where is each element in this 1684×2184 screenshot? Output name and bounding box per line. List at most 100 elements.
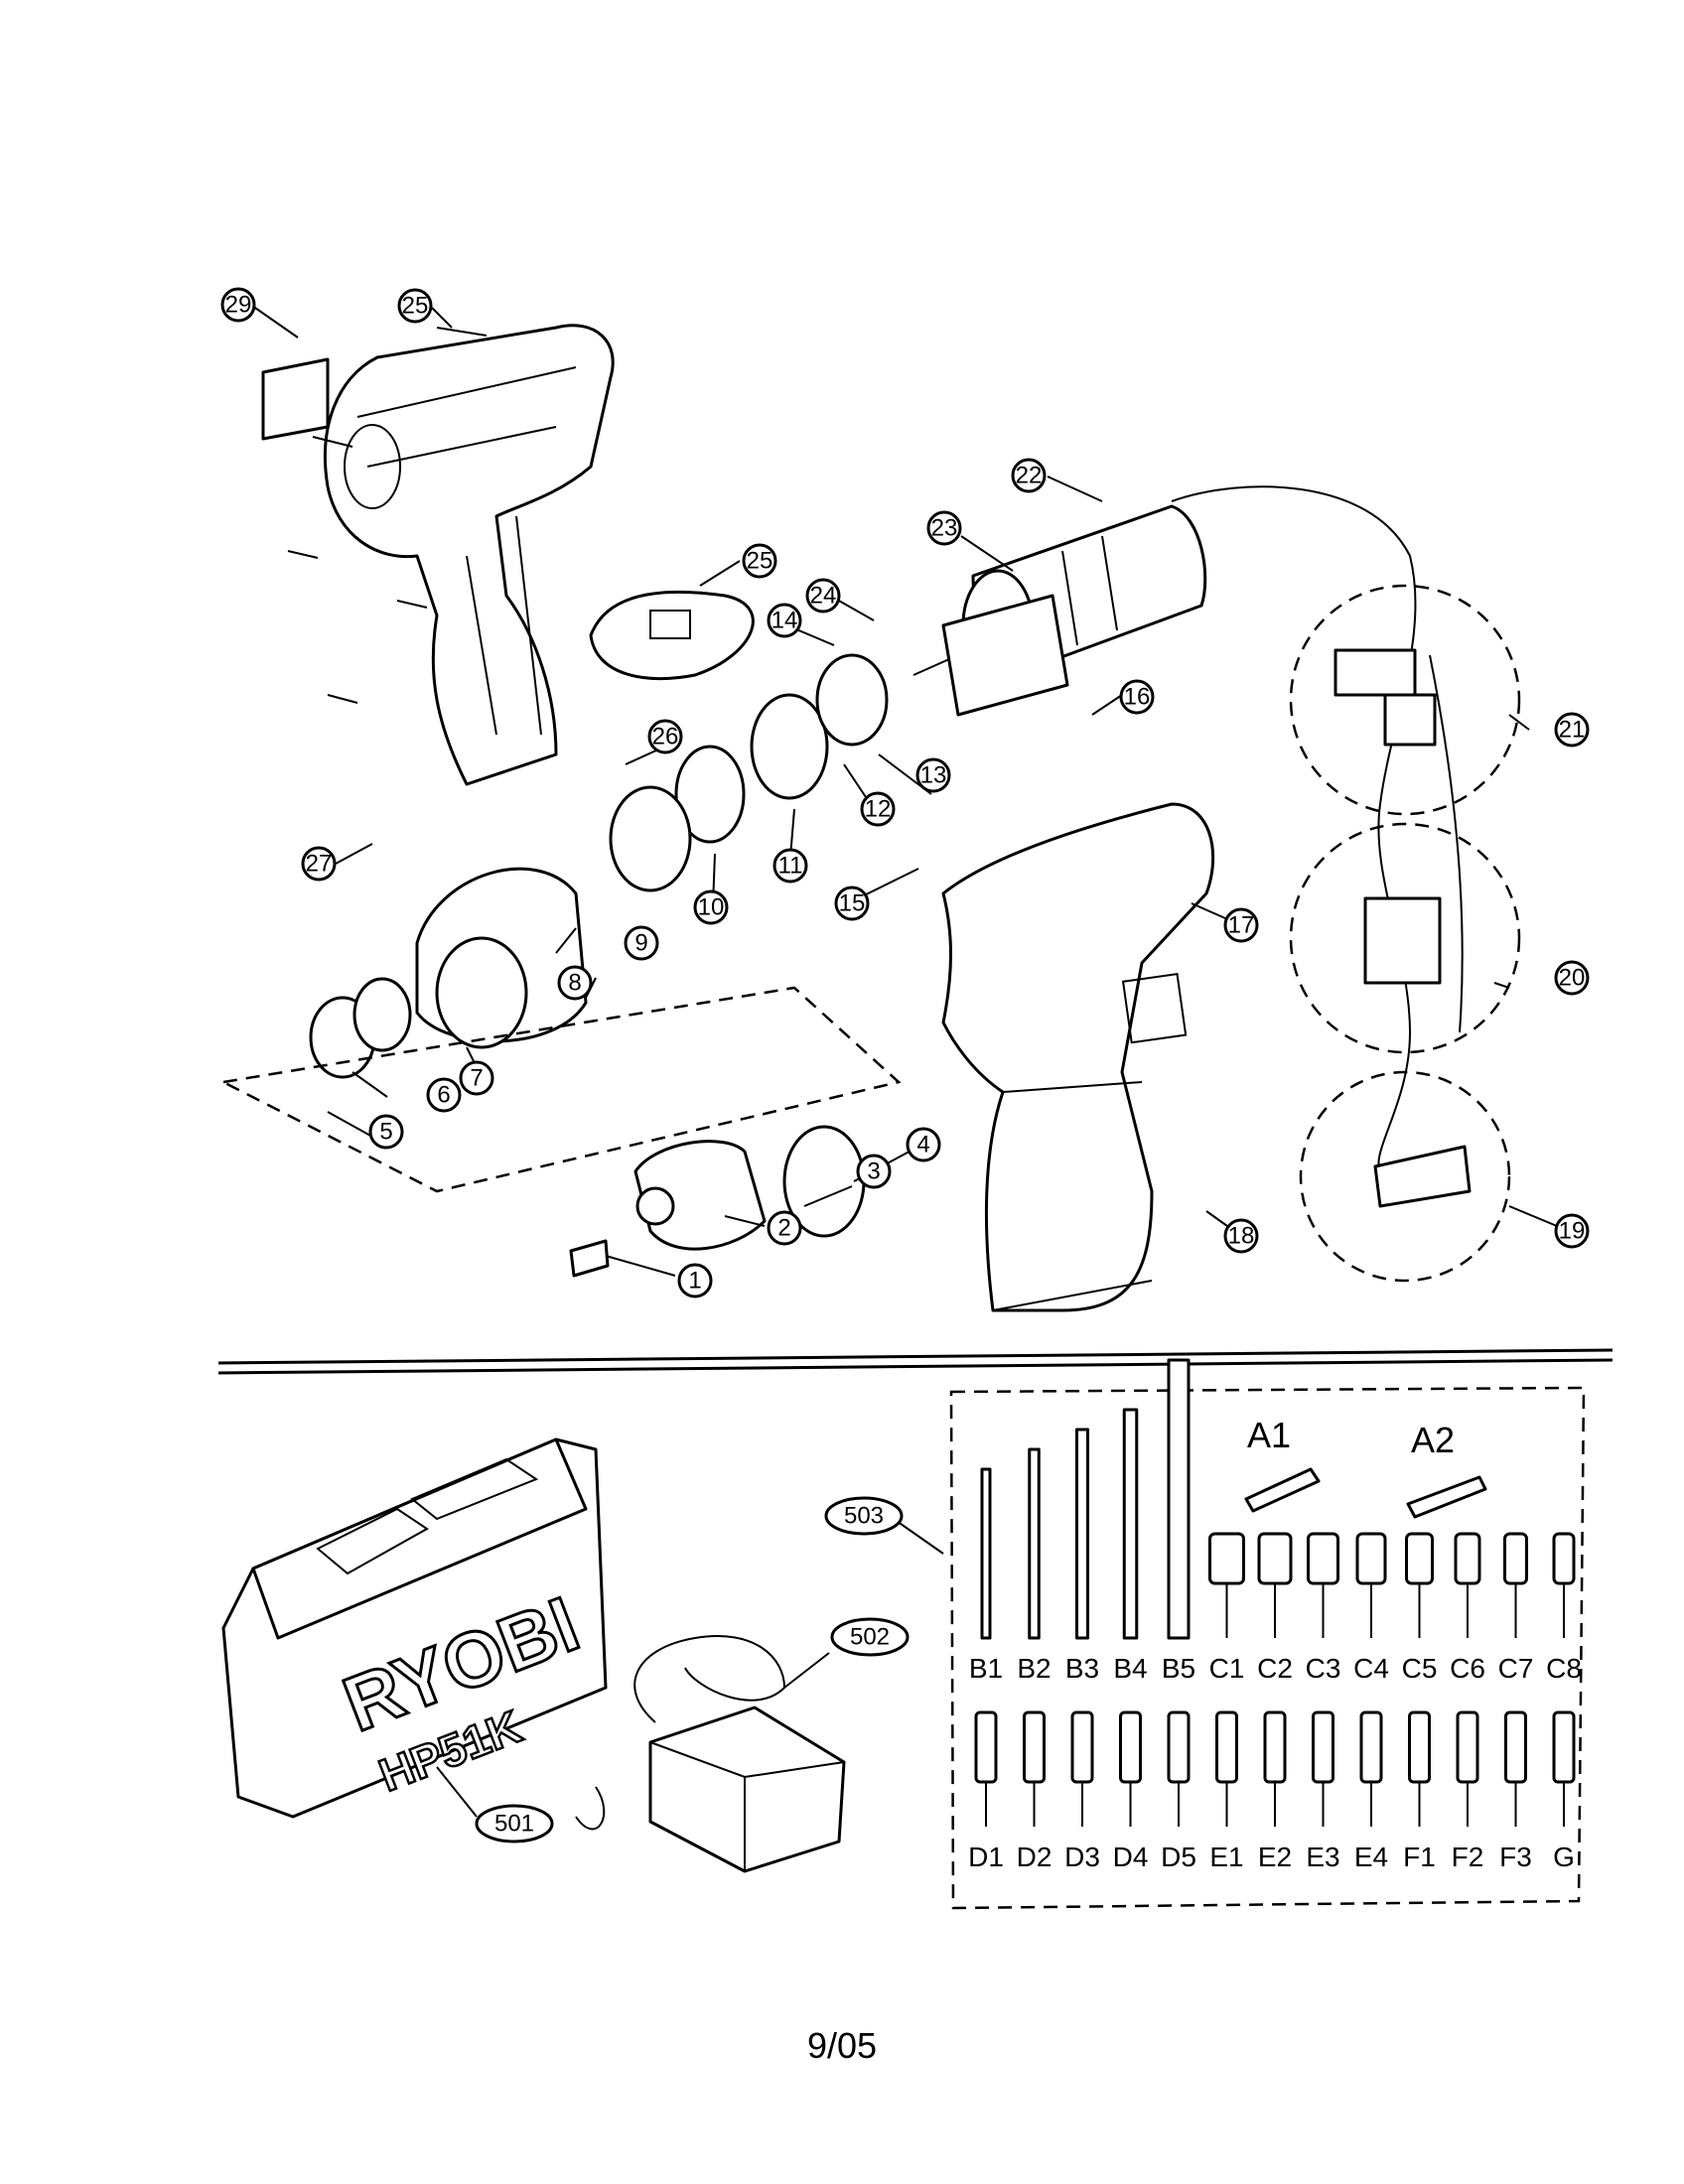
bit-e1: E1 xyxy=(1209,1710,1244,1872)
bit-label-d4: D4 xyxy=(1113,1842,1149,1872)
callout-21: 21 xyxy=(1554,712,1590,748)
callout-7: 7 xyxy=(459,1060,494,1096)
svg-text:501: 501 xyxy=(494,1811,534,1838)
leader-lines-lower xyxy=(436,1518,944,1818)
detail-box-dashed xyxy=(219,986,902,1193)
bit-g: G xyxy=(1552,1710,1576,1872)
callout-24: 24 xyxy=(805,578,841,614)
callout-16: 16 xyxy=(1119,679,1155,715)
bit-b2: B2 xyxy=(1017,1447,1052,1684)
svg-text:5: 5 xyxy=(379,1119,392,1146)
bit-label-f2: F2 xyxy=(1452,1842,1484,1872)
bit-label-d2: D2 xyxy=(1017,1842,1052,1872)
svg-text:9: 9 xyxy=(634,930,647,957)
callout-503: 503 xyxy=(824,1496,904,1536)
callout-19: 19 xyxy=(1554,1213,1590,1249)
bit-c3: C3 xyxy=(1306,1532,1341,1684)
bit-d4: D4 xyxy=(1113,1710,1149,1872)
bit-label-c8: C8 xyxy=(1546,1653,1582,1684)
bit-label-c4: C4 xyxy=(1353,1653,1389,1684)
battery-clip xyxy=(589,590,755,681)
housing-left-half xyxy=(323,324,615,786)
leader-lines-upper xyxy=(251,305,1570,1277)
bit-label-b5: B5 xyxy=(1162,1653,1195,1684)
svg-text:26: 26 xyxy=(652,724,679,751)
bit-c5: C5 xyxy=(1402,1532,1438,1684)
bit-f2: F2 xyxy=(1452,1710,1484,1872)
bit-label-d1: D1 xyxy=(968,1842,1004,1872)
bit-label-b1: B1 xyxy=(969,1653,1003,1684)
armature xyxy=(941,594,1069,717)
callout-8: 8 xyxy=(557,965,593,1001)
svg-text:22: 22 xyxy=(1016,463,1043,489)
label-plate xyxy=(261,357,330,441)
svg-text:2: 2 xyxy=(777,1215,790,1242)
bit-label-c7: C7 xyxy=(1498,1653,1534,1684)
page-footer-date: 9/05 xyxy=(806,2025,878,2066)
section-divider xyxy=(217,1348,1614,1375)
bit-b5: B5 xyxy=(1162,1358,1195,1684)
callout-501: 501 xyxy=(475,1804,554,1843)
chuck-washers xyxy=(309,977,412,1079)
bit-label-b4: B4 xyxy=(1113,1653,1147,1684)
svg-text:503: 503 xyxy=(844,1503,884,1530)
callout-10: 10 xyxy=(693,889,729,925)
bit-c2: C2 xyxy=(1257,1532,1293,1684)
callout-26: 26 xyxy=(647,719,683,754)
svg-text:25: 25 xyxy=(747,548,773,575)
battery-charger xyxy=(575,1635,846,1873)
bit-label-c3: C3 xyxy=(1306,1653,1341,1684)
svg-text:21: 21 xyxy=(1559,717,1586,744)
callout-25-upper: 25 xyxy=(397,288,433,324)
bit-label-e1: E1 xyxy=(1209,1842,1243,1872)
clutch-collar xyxy=(415,867,588,1049)
bit-f1: F1 xyxy=(1403,1710,1436,1872)
gear-rings xyxy=(609,653,889,892)
svg-text:A2: A2 xyxy=(1411,1420,1455,1460)
callout-22: 22 xyxy=(1011,458,1047,493)
callout-18: 18 xyxy=(1223,1218,1259,1254)
bit-c1: C1 xyxy=(1208,1532,1245,1684)
bit-label-g: G xyxy=(1553,1842,1575,1872)
svg-text:27: 27 xyxy=(306,851,333,878)
callout-14: 14 xyxy=(767,603,802,638)
bit-label-c1: C1 xyxy=(1209,1653,1245,1684)
keyless-chuck xyxy=(569,1125,866,1278)
svg-text:10: 10 xyxy=(698,894,725,921)
bit-label-c2: C2 xyxy=(1257,1653,1293,1684)
callout-3: 3 xyxy=(856,1154,892,1189)
svg-text:A1: A1 xyxy=(1247,1415,1291,1455)
detail-circles xyxy=(1289,584,1521,1283)
bit-c7: C7 xyxy=(1498,1532,1534,1684)
bit-e2: E2 xyxy=(1258,1710,1292,1872)
bit-label-e4: E4 xyxy=(1354,1842,1388,1872)
callout-29: 29 xyxy=(220,287,256,323)
bit-label-c5: C5 xyxy=(1402,1653,1438,1684)
bit-b3: B3 xyxy=(1065,1428,1099,1684)
bit-e3: E3 xyxy=(1306,1710,1340,1872)
svg-text:17: 17 xyxy=(1228,912,1255,939)
bit-label-d5: D5 xyxy=(1161,1842,1196,1872)
callout-5: 5 xyxy=(368,1114,404,1150)
callout-6: 6 xyxy=(426,1077,462,1113)
svg-text:3: 3 xyxy=(867,1159,880,1185)
svg-text:20: 20 xyxy=(1559,965,1586,992)
bit-label-f1: F1 xyxy=(1403,1842,1436,1872)
kit-A1: A1 xyxy=(1244,1415,1321,1513)
bit-b4: B4 xyxy=(1113,1408,1148,1684)
svg-text:13: 13 xyxy=(920,762,947,789)
svg-text:8: 8 xyxy=(568,970,581,997)
bit-label-f3: F3 xyxy=(1499,1842,1532,1872)
bit-b1: B1 xyxy=(969,1467,1003,1684)
svg-text:15: 15 xyxy=(839,890,866,917)
svg-text:6: 6 xyxy=(437,1082,450,1109)
callout-15: 15 xyxy=(834,886,870,921)
callout-13: 13 xyxy=(915,757,951,793)
callout-11: 11 xyxy=(772,848,808,884)
svg-text:25: 25 xyxy=(402,293,429,320)
svg-text:1: 1 xyxy=(688,1268,701,1295)
callout-1: 1 xyxy=(677,1263,713,1298)
